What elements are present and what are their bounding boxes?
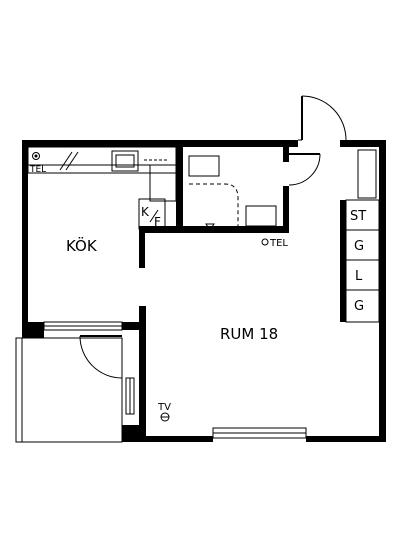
balcony-door-swing: [79, 335, 123, 379]
wall-room-left-lower: [139, 306, 146, 442]
entrance-door-swing: [301, 95, 347, 141]
tel-room-icon: [261, 238, 269, 246]
wall-top-right: [340, 140, 386, 147]
wall-stub-center: [122, 322, 146, 330]
wall-left: [22, 140, 28, 338]
wall-bottom-right: [306, 436, 386, 442]
fridge-freezer: [138, 198, 166, 230]
doors: [79, 95, 347, 379]
kitchen-stove: [149, 164, 177, 202]
wall-right: [379, 140, 386, 442]
wardrobe-outline: [345, 199, 380, 323]
walls: [22, 140, 386, 442]
symbols: [32, 152, 269, 422]
room-label-kitchen: KÖK: [66, 236, 98, 255]
wall-bottom: [145, 436, 213, 442]
shower-curve: [189, 183, 239, 226]
wall-bath-bottom: [176, 226, 288, 233]
balcony-outline: [15, 337, 123, 443]
wall-kitchen-partition: [139, 226, 145, 268]
wardrobe-label-l: L: [355, 269, 363, 284]
wardrobe-label-g1: G: [354, 239, 364, 254]
kitchen-fixtures: [27, 146, 177, 230]
kf-f-label: F: [154, 215, 161, 229]
wardrobe-label-g2: G: [354, 299, 364, 314]
kitchen-sink: [111, 150, 139, 172]
wall-wardrobe-divider: [340, 200, 346, 322]
tel-room-label: TEL: [269, 238, 288, 249]
wall-bath-right: [283, 140, 289, 162]
wall-top: [22, 140, 298, 147]
wall-bottom-left-cap: [122, 425, 146, 442]
wall-bath-right-lower: [283, 186, 289, 233]
toilet: [188, 155, 220, 177]
tel-kitchen-icon: [32, 152, 40, 160]
tv-label: TV: [157, 402, 171, 413]
kf-k-label: K: [141, 205, 150, 219]
windows: [15, 149, 380, 443]
kitchen-sink-basin: [115, 154, 135, 168]
room-label-living: RUM 18: [220, 325, 278, 343]
entry-cabinet: [357, 149, 377, 199]
kitchen-counter: [27, 146, 177, 174]
bathroom-fixtures: [188, 155, 277, 231]
floor-drain-icon: [205, 223, 215, 231]
tel-kitchen-label: TEL: [29, 165, 46, 175]
labels: KÖK RUM 18 TEL TEL TV K F ST G L G: [29, 165, 366, 413]
bath-door-swing: [288, 153, 321, 186]
wall-bath-left: [176, 140, 183, 233]
washbasin: [245, 205, 277, 227]
wardrobe-label-st: ST: [350, 209, 366, 224]
wall-balcony-corner: [22, 322, 44, 338]
